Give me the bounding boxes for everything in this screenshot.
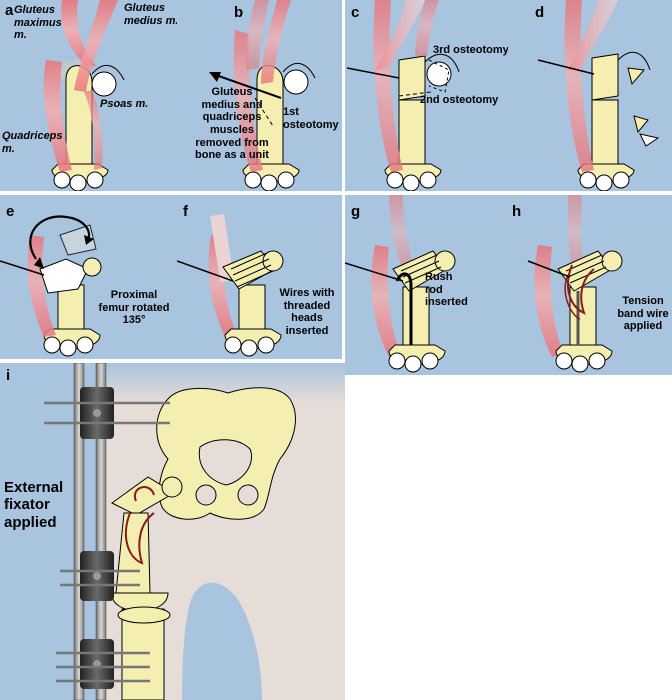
panel-g: g Rush rod inserted — [345, 195, 508, 375]
muscles-removed-label: Gluteus medius and quadriceps muscles re… — [195, 86, 269, 162]
panel-i-illustration — [44, 363, 345, 700]
panel-letter: b — [234, 4, 244, 21]
first-osteotomy-label: 1st osteotomy — [283, 106, 339, 131]
panel-g-illustration — [345, 195, 456, 373]
panel-letter: g — [351, 203, 361, 220]
panel-f-illustration — [177, 213, 284, 357]
psoas-label: Psoas m. — [100, 98, 149, 110]
panel-letter: e — [6, 203, 15, 220]
panel-f: f Wires with threaded heads inserted — [177, 195, 342, 359]
second-osteotomy-label: 2nd osteotomy — [420, 94, 499, 106]
panel-c: c 3rd osteotomy 2nd osteotomy — [345, 0, 508, 191]
quadriceps-label: Quadriceps m. — [2, 130, 63, 155]
panel-b: b Gluteus medius and quadriceps muscles … — [177, 0, 342, 191]
panel-letter: d — [535, 4, 545, 21]
panel-d: d — [508, 0, 672, 191]
external-fixator-label: External fixator applied — [4, 479, 64, 531]
gluteus-medius-label: Gluteus medius m. — [124, 2, 177, 27]
panel-h-illustration — [527, 195, 623, 373]
panel-i: i External fixator applied — [0, 363, 345, 700]
panel-b-illustration — [209, 0, 316, 191]
rush-rod-label: Rush rod inserted — [425, 271, 468, 309]
panel-a: a Gluteus maximus m. Gluteus medius m. P… — [0, 0, 177, 191]
panel-c-illustration — [346, 0, 460, 191]
panel-h: h Tension band wire applied — [508, 195, 672, 375]
panel-letter: c — [351, 4, 360, 21]
panel-letter: h — [512, 203, 522, 220]
rotated-label: Proximal femur rotated 135° — [98, 289, 170, 327]
gluteus-maximus-label: Gluteus maximus m. — [14, 4, 62, 42]
panel-letter: i — [6, 367, 11, 384]
tension-band-label: Tension band wire applied — [617, 295, 669, 333]
panel-letter: f — [183, 203, 188, 220]
panel-e: e Proximal femur rotated 135° — [0, 195, 177, 359]
panel-letter: a — [5, 2, 14, 19]
panel-d-illustration — [537, 0, 660, 191]
panel-e-illustration — [0, 215, 102, 357]
third-osteotomy-label: 3rd osteotomy — [433, 44, 508, 56]
panel-a-illustration — [43, 0, 125, 191]
wires-label: Wires with threaded heads inserted — [279, 287, 335, 337]
